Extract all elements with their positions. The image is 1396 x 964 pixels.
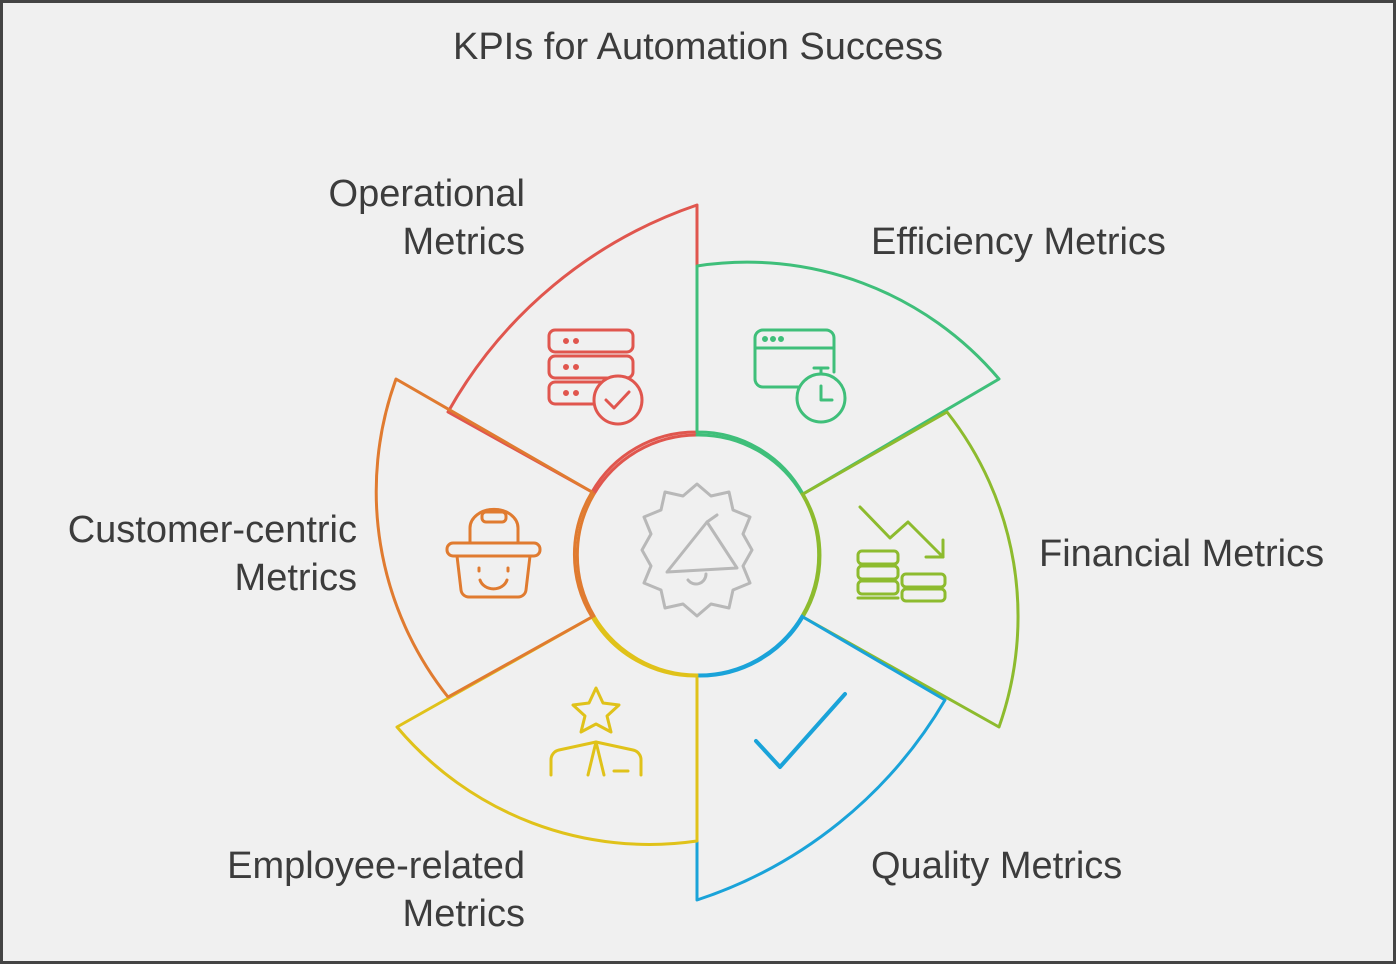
segment-employee (395, 615, 699, 846)
segment-operational (446, 203, 699, 494)
center-ring (575, 433, 821, 677)
browser-stopwatch-icon (753, 328, 847, 424)
label-quality-line-1: Quality Metrics (871, 845, 1123, 887)
label-quality: Quality Metrics (871, 842, 1122, 890)
person-star-icon (549, 686, 643, 777)
coins-down-trend-icon (856, 505, 947, 603)
segment-efficiency-outline (695, 260, 1001, 496)
label-financial: Financial Metrics (1039, 530, 1324, 578)
checkmark-icon (754, 692, 847, 769)
server-check-icon (547, 328, 644, 426)
label-employee-line-1: Employee-related (227, 845, 525, 887)
label-financial-line-1: Financial Metrics (1039, 533, 1325, 575)
label-operational-line-1: Operational (328, 173, 525, 215)
segment-efficiency (695, 260, 1001, 496)
gear-megaphone-icon (640, 482, 754, 618)
diagram-title: KPIs for Automation Success (452, 26, 943, 68)
segment-operational-outline (446, 203, 699, 494)
label-employee-line-2: Metrics (402, 893, 525, 935)
label-employee: Employee-related Metrics (227, 842, 525, 938)
label-customer: Customer-centric Metrics (68, 506, 357, 602)
label-efficiency: Efficiency Metrics (871, 218, 1166, 266)
label-operational-line-2: Metrics (402, 221, 525, 263)
segment-customer-outline (374, 377, 594, 699)
smiling-basket-icon (445, 507, 542, 599)
label-customer-line-2: Metrics (234, 557, 357, 599)
label-customer-line-1: Customer-centric (67, 509, 357, 551)
segment-customer (374, 377, 594, 699)
segment-employee-outline (395, 615, 699, 846)
label-efficiency-line-1: Efficiency Metrics (871, 221, 1166, 263)
label-operational: Operational Metrics (329, 170, 525, 266)
